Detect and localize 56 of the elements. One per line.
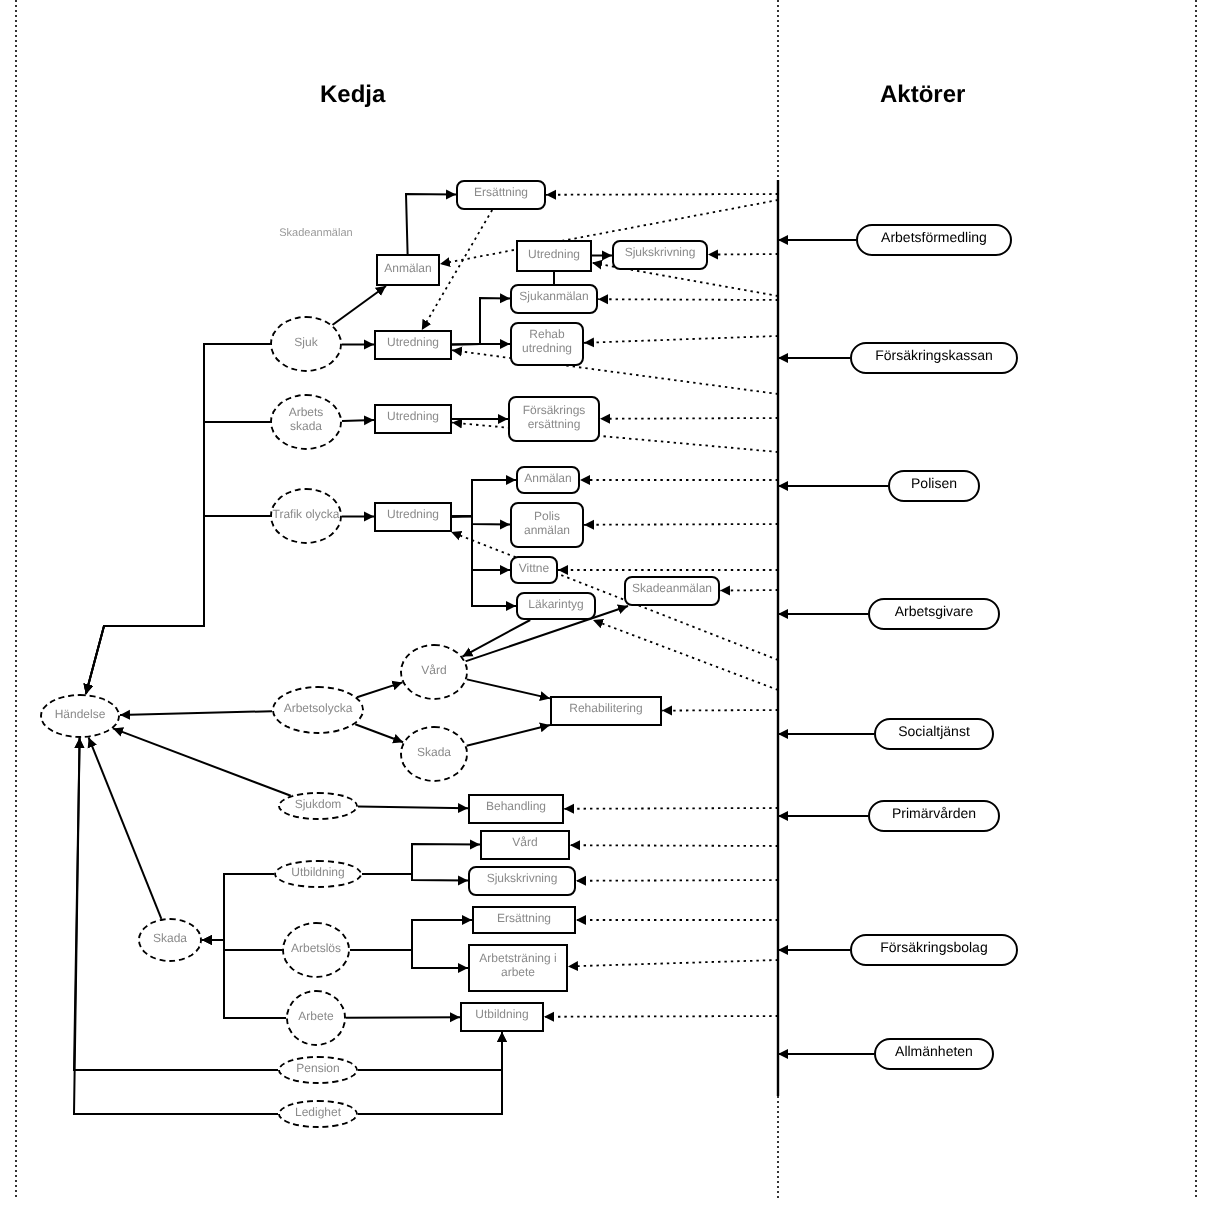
connector-arrow xyxy=(83,515,271,696)
connector-arrow xyxy=(777,353,851,363)
dotted-arrow xyxy=(591,259,779,297)
dotted-arrow xyxy=(597,294,779,305)
dotted-arrow xyxy=(567,959,779,972)
dotted-arrow xyxy=(569,840,779,851)
dotted-arrow xyxy=(450,531,779,661)
connector-arrow xyxy=(451,514,517,611)
connector-arrow xyxy=(112,727,292,797)
connector-arrow xyxy=(404,189,457,255)
dotted-arrow xyxy=(557,565,779,575)
connector-arrow xyxy=(777,729,875,739)
column-heading: Aktörer xyxy=(880,78,966,112)
connector-arrow xyxy=(465,678,551,702)
connector-arrow xyxy=(464,604,629,663)
connector-arrow xyxy=(357,803,469,814)
dotted-arrow xyxy=(575,915,779,925)
connector-arrow xyxy=(361,873,469,886)
connector-arrow xyxy=(341,415,375,426)
connector-arrow xyxy=(354,723,405,744)
column-heading: Kedja xyxy=(320,78,386,112)
connector-arrow xyxy=(357,1031,507,1115)
dotted-arrow xyxy=(439,199,779,268)
dotted-arrow xyxy=(719,585,779,596)
dotted-arrow xyxy=(583,519,779,530)
dotted-arrow xyxy=(661,705,779,716)
connector-arrow xyxy=(465,722,551,747)
dotted-arrow xyxy=(707,249,779,260)
connector-arrow xyxy=(777,235,857,245)
connector-arrow xyxy=(345,1012,461,1023)
connector-arrow xyxy=(461,619,532,658)
connector-arrow xyxy=(451,414,509,424)
connector-arrow xyxy=(451,339,511,349)
dotted-arrow xyxy=(599,413,779,424)
connector-arrow xyxy=(341,339,375,350)
dotted-arrow xyxy=(592,618,779,691)
connector-arrow xyxy=(777,811,869,821)
connector-arrow xyxy=(777,945,851,955)
dotted-arrow xyxy=(420,209,494,331)
dotted-arrow xyxy=(543,1011,779,1022)
dotted-arrow xyxy=(545,189,779,200)
connector-arrow xyxy=(119,709,273,720)
connector-arrow xyxy=(356,680,404,699)
connector-arrow xyxy=(331,285,387,326)
connector-arrow xyxy=(341,511,375,522)
dotted-arrow xyxy=(583,335,779,348)
dotted-arrow xyxy=(579,475,779,485)
connector-arrow xyxy=(777,1049,875,1059)
connector-arrow xyxy=(591,250,613,261)
connector-arrow xyxy=(87,736,163,920)
connector-arrow xyxy=(777,609,869,619)
dotted-arrow xyxy=(575,875,779,886)
connector-arrow xyxy=(777,481,889,491)
connector-arrow xyxy=(349,949,469,973)
dotted-arrow xyxy=(563,803,779,814)
connector-arrow xyxy=(201,935,287,1019)
